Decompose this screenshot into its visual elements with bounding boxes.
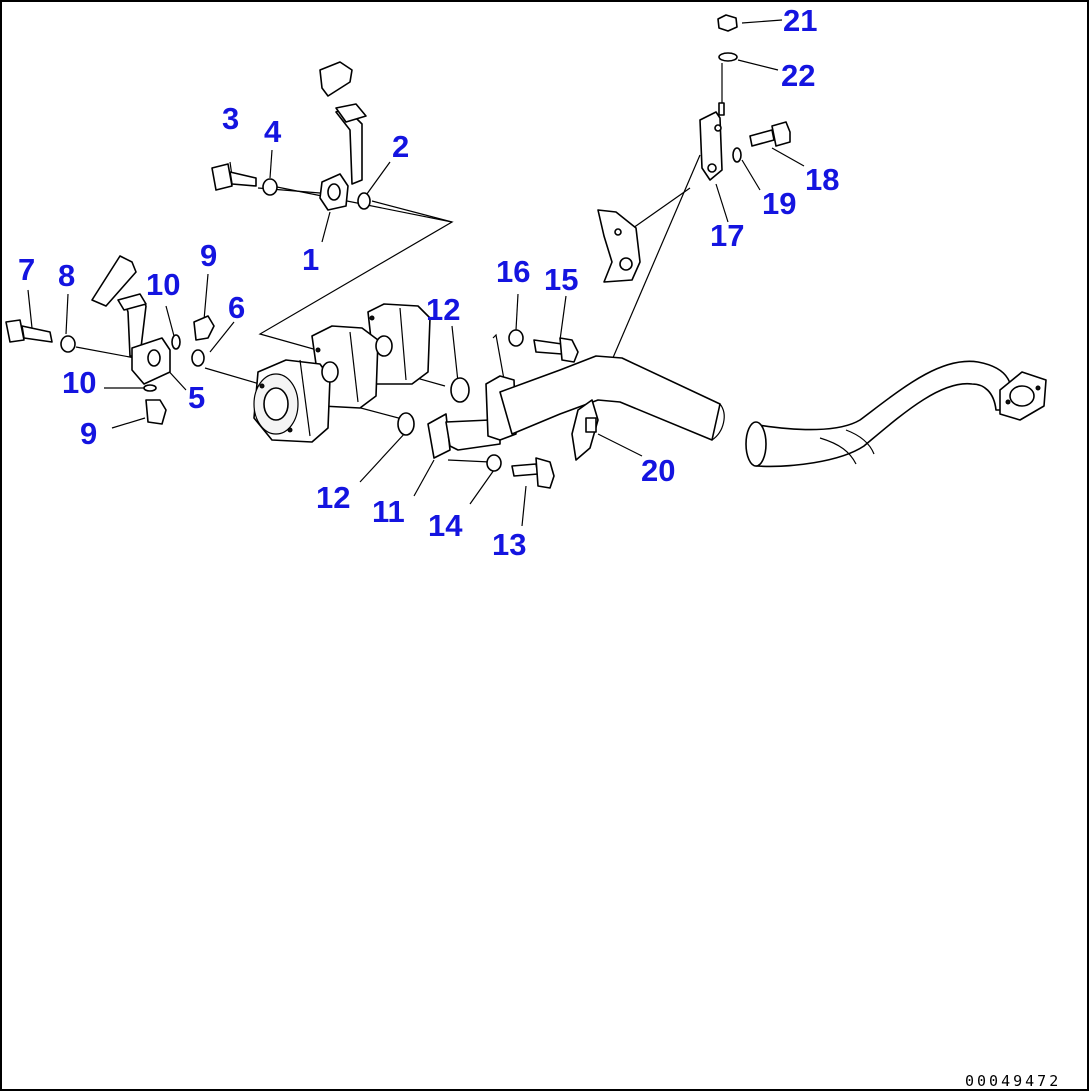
callout-17: 17	[710, 218, 744, 253]
outlet-block-icon	[319, 61, 367, 211]
callout-7: 7	[18, 252, 35, 287]
washer-icon	[508, 329, 524, 347]
bolt-icon	[5, 319, 53, 343]
callout-10: 10	[146, 267, 180, 302]
callout-5: 5	[188, 380, 205, 415]
callout-12: 12	[426, 292, 460, 327]
bracket-rod-icon	[699, 102, 725, 181]
bolt-icon	[511, 457, 555, 489]
callout-22: 22	[781, 58, 815, 93]
callout-2: 2	[392, 129, 409, 164]
seal-icon	[397, 377, 470, 436]
callout-13: 13	[492, 527, 526, 562]
callout-14: 14	[428, 508, 463, 543]
washer-icon	[262, 178, 278, 196]
elbow-fitting-icon	[145, 315, 215, 425]
o-ring-icon	[191, 349, 205, 367]
callout-16: 16	[496, 254, 530, 289]
callout-9: 9	[80, 416, 97, 451]
callout-15: 15	[544, 262, 578, 297]
washer-icon	[732, 147, 742, 163]
bolt-icon	[749, 121, 791, 147]
callout-19: 19	[762, 186, 796, 221]
callout-1: 1	[302, 242, 319, 277]
callout-4: 4	[264, 114, 282, 149]
callout-8: 8	[58, 258, 75, 293]
washer-icon	[718, 52, 738, 62]
outlet-block-icon	[91, 255, 171, 385]
bolt-icon	[211, 163, 257, 191]
washer-icon	[486, 454, 502, 472]
nut-icon	[717, 14, 738, 32]
callout-21: 21	[783, 3, 817, 38]
drawing-code: 00049472	[965, 1072, 1061, 1090]
o-ring-icon	[357, 192, 371, 210]
callout-11: 11	[372, 494, 405, 529]
callout-labels: 21 22 3 4 2 18 19 17 1 7 8 10 9 6 16 15 …	[18, 3, 839, 562]
callout-20: 20	[641, 453, 675, 488]
callout-10: 10	[62, 365, 96, 400]
hose-flange-icon	[999, 371, 1047, 421]
gear-pump-icon	[253, 303, 431, 443]
washer-icon	[60, 335, 76, 353]
callout-12: 12	[316, 480, 350, 515]
o-ring-icon	[143, 334, 181, 392]
mounting-bracket-icon	[597, 209, 641, 283]
callout-18: 18	[805, 162, 839, 197]
bolt-icon	[533, 337, 579, 363]
callout-leaders	[27, 19, 805, 527]
hose-clamp-icon	[571, 399, 599, 461]
callout-3: 3	[222, 101, 239, 136]
suction-tube-icon	[499, 355, 725, 441]
callout-9: 9	[200, 238, 217, 273]
callout-6: 6	[228, 290, 245, 325]
